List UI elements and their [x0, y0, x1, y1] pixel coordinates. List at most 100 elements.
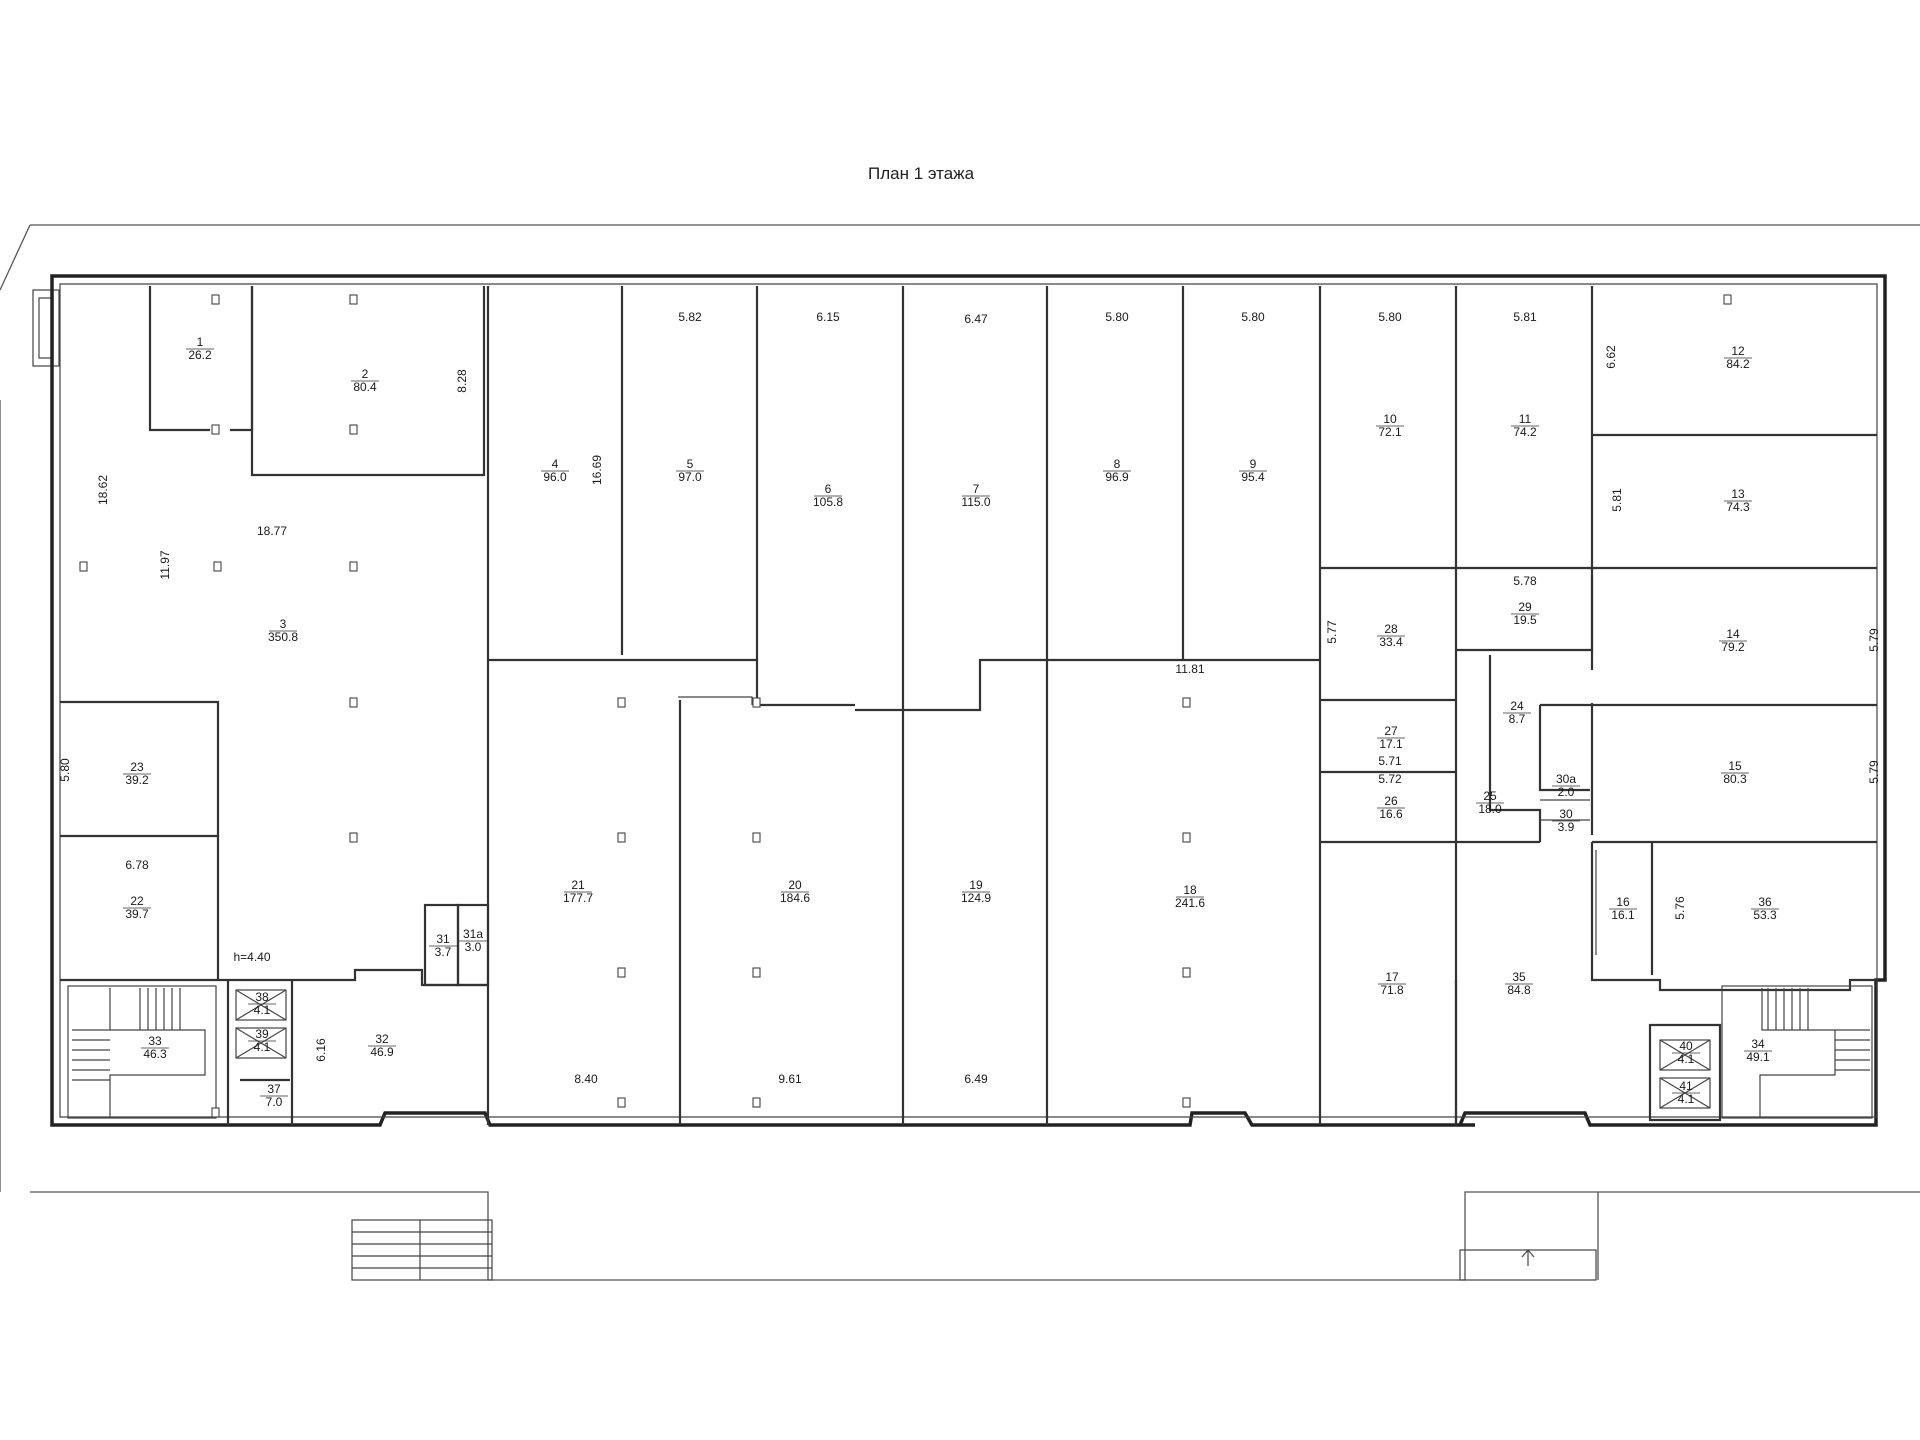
dimension-label: 6.16: [314, 1038, 328, 1062]
room-number: 32: [375, 1032, 389, 1046]
room-number: 9: [1250, 457, 1257, 471]
dimension-label: 8.40: [574, 1072, 598, 1086]
room-number: 18: [1183, 883, 1197, 897]
room-number: 22: [130, 894, 144, 908]
room-area: 80.4: [353, 380, 377, 394]
dimension-label: 6.62: [1604, 345, 1618, 369]
room-number: 20: [788, 878, 802, 892]
room-number: 15: [1728, 759, 1742, 773]
room-area: 74.2: [1513, 425, 1537, 439]
room-number: 30a: [1556, 772, 1576, 786]
dimension-label: 16.69: [590, 455, 604, 485]
room-number: 39: [255, 1027, 269, 1041]
staircase-right: [1721, 985, 1873, 1119]
dimension-label: 5.81: [1513, 310, 1537, 324]
room-number: 31: [436, 932, 450, 946]
room-area: 16.1: [1611, 908, 1635, 922]
room-area: 184.6: [780, 891, 810, 905]
room-area: 39.7: [125, 907, 149, 921]
dimension-label: 5.76: [1673, 896, 1687, 920]
staircase-left: [67, 985, 217, 1119]
room-area: 177.7: [563, 891, 593, 905]
room-number: 3: [280, 617, 287, 631]
room-area: 26.2: [188, 348, 212, 362]
entrance-steps-left: [351, 1219, 493, 1281]
room-number: 4: [552, 457, 559, 471]
room-area: 4.1: [254, 1040, 271, 1054]
room-area: 241.6: [1175, 896, 1205, 910]
room-area: 95.4: [1241, 470, 1265, 484]
room-number: 35: [1512, 970, 1526, 984]
room-5: 597.0: [676, 457, 704, 484]
room-area: 105.8: [813, 495, 843, 509]
room-number: 23: [130, 760, 144, 774]
dimension-label: 5.72: [1378, 772, 1402, 786]
dimension-label: 8.28: [455, 369, 469, 393]
room-area: 8.7: [1509, 712, 1526, 726]
exterior-wall: [50, 274, 1887, 1127]
dimension-label: 11.81: [1175, 662, 1204, 676]
room-4: 496.0: [541, 457, 569, 484]
room-39: 394.1: [248, 1027, 276, 1054]
room-number: 6: [825, 482, 832, 496]
room-number: 37: [267, 1082, 281, 1096]
room-area: 115.0: [961, 495, 990, 509]
room-9: 995.4: [1239, 457, 1267, 484]
plan-title: План 1 этажа: [868, 164, 975, 183]
dimension-label: 6.15: [816, 310, 840, 324]
room-area: 71.8: [1380, 983, 1404, 997]
room-area: 17.1: [1379, 737, 1403, 751]
room-number: 1: [197, 335, 204, 349]
room-number: 41: [1679, 1079, 1693, 1093]
room-40: 404.1: [1672, 1039, 1700, 1066]
dimension-label: 5.81: [1610, 488, 1624, 512]
room-area: 96.0: [543, 470, 567, 484]
room-number: 14: [1726, 627, 1740, 641]
room-area: 19.5: [1513, 613, 1537, 627]
interior-walls: [60, 286, 1877, 1125]
room-number: 26: [1384, 794, 1398, 808]
room-number: 29: [1518, 600, 1532, 614]
room-number: 40: [1679, 1039, 1693, 1053]
room-number: 30: [1559, 807, 1573, 821]
room-area: 18.0: [1478, 802, 1502, 816]
room-area: 84.8: [1507, 983, 1531, 997]
room-number: 11: [1519, 412, 1532, 426]
room-number: 10: [1383, 412, 1397, 426]
room-number: 28: [1384, 622, 1398, 636]
room-number: 33: [148, 1034, 162, 1048]
room-area: 3.7: [435, 945, 452, 959]
room-2: 280.4: [351, 367, 379, 394]
room-number: 5: [687, 457, 694, 471]
dimension-label: 5.77: [1325, 620, 1339, 644]
dimension-label: 9.61: [778, 1072, 802, 1086]
room-area: 79.2: [1721, 640, 1745, 654]
room-labels: 126.2280.43350.8496.0597.06105.87115.089…: [123, 335, 1779, 1109]
room-number: 2: [362, 367, 369, 381]
room-area: 49.1: [1746, 1050, 1770, 1064]
room-area: 3.9: [1558, 820, 1575, 834]
room-number: 27: [1384, 724, 1398, 738]
room-number: 21: [571, 878, 585, 892]
dimension-label: 6.78: [125, 858, 149, 872]
